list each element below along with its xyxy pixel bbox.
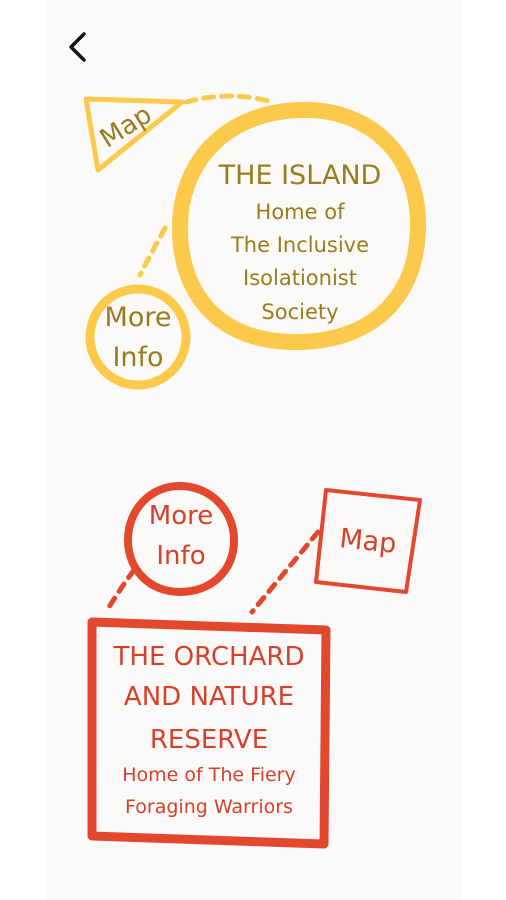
- chevron-left-icon: [69, 32, 86, 62]
- orchard-title-line3: RESERVE: [149, 725, 269, 755]
- island-subtitle-line2: The Inclusive: [230, 233, 370, 257]
- island-more-info-line2: Info: [112, 342, 164, 373]
- orchard-more-info-button[interactable]: More Info: [130, 488, 232, 590]
- island-subtitle-line3: Isolationist: [243, 266, 357, 290]
- orchard-subtitle-line2: Foraging Warriors: [125, 796, 293, 818]
- island-subtitle-line4: Society: [261, 300, 339, 324]
- orchard-title-line2: AND NATURE: [123, 682, 295, 712]
- island-title: THE ISLAND: [218, 160, 382, 191]
- island-subtitle-line1: Home of: [255, 200, 345, 224]
- back-button[interactable]: [60, 28, 100, 68]
- orchard-map-button[interactable]: Map: [318, 492, 418, 588]
- island-card[interactable]: THE ISLAND Home of The Inclusive Isolati…: [190, 118, 410, 336]
- island-more-info-button[interactable]: More Info: [90, 289, 186, 385]
- island-more-info-line1: More: [104, 302, 172, 333]
- island-map-label: Map: [94, 99, 158, 155]
- orchard-card[interactable]: THE ORCHARD AND NATURE RESERVE Home of T…: [96, 626, 322, 840]
- orchard-map-label: Map: [338, 523, 398, 560]
- orchard-subtitle-line1: Home of The Fiery: [122, 764, 296, 786]
- orchard-more-info-line1: More: [148, 501, 214, 531]
- island-map-button[interactable]: Map: [84, 96, 184, 174]
- orchard-more-info-line2: Info: [156, 541, 206, 571]
- orchard-title-line1: THE ORCHARD: [113, 642, 305, 672]
